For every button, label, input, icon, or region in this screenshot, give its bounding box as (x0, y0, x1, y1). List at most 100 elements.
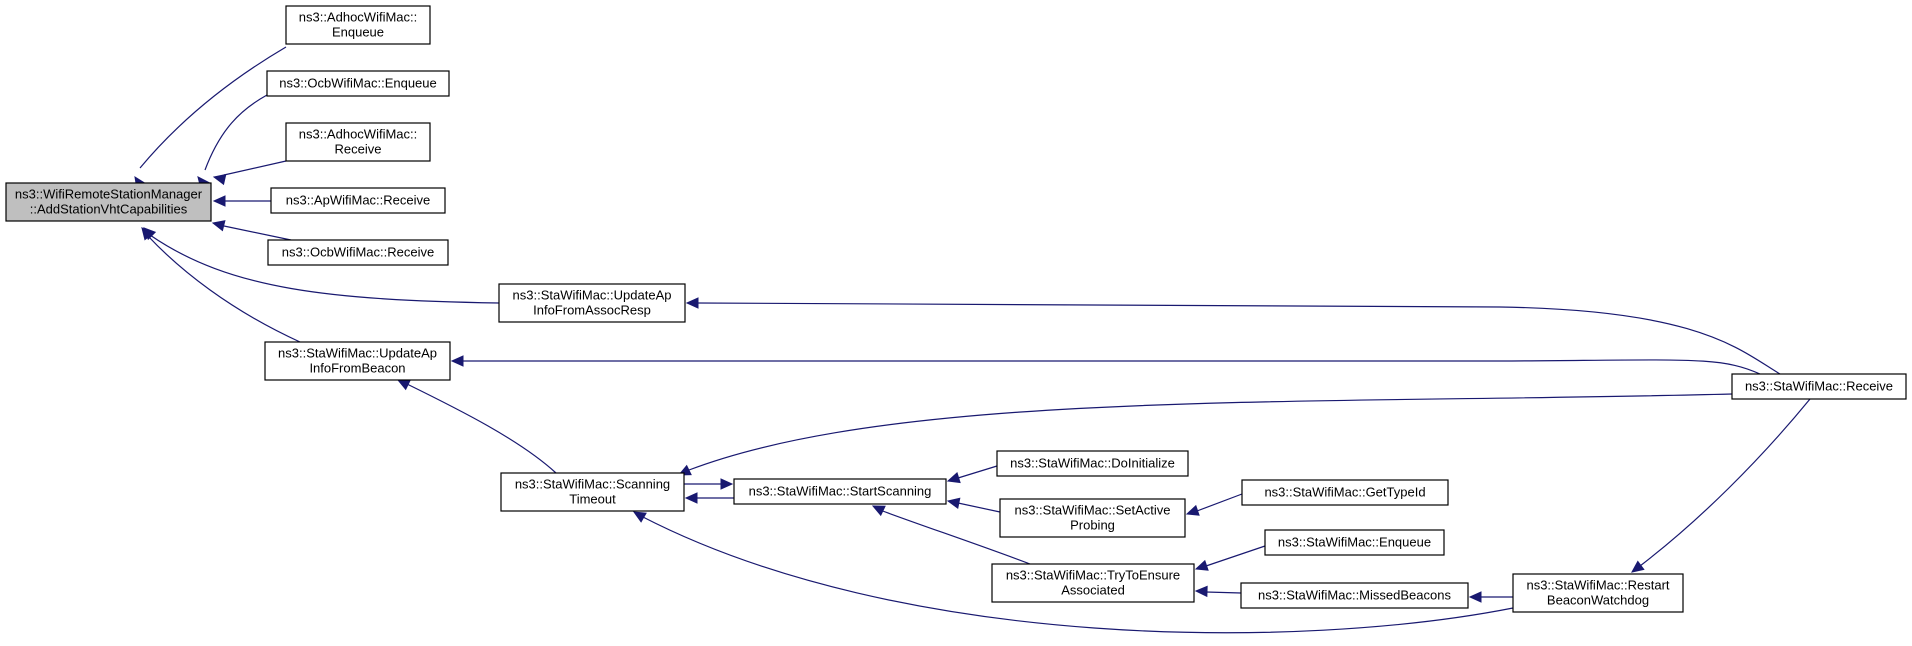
arrowhead-icon (212, 195, 226, 207)
node-label-line: ns3::StaWifiMac::DoInitialize (1010, 456, 1175, 471)
edge-sta_restart_watchdog-to-sta_missed_beacons (1468, 591, 1513, 603)
node-label-line: ns3::StaWifiMac::TryToEnsure (1006, 568, 1180, 583)
edge-ocb_enqueue-to-root (197, 94, 268, 190)
node-sta-update-assoc[interactable]: ns3::StaWifiMac::UpdateApInfoFromAssocRe… (498, 283, 686, 323)
node-label-line: ns3::StaWifiMac::GetTypeId (1264, 485, 1425, 500)
node-label-line: Associated (1061, 583, 1125, 598)
arrowhead-icon (212, 173, 227, 186)
node-box (1264, 529, 1445, 556)
edge-ap_receive-to-root (212, 195, 271, 207)
edge-sta_update_beacon-to-root (141, 227, 301, 343)
node-label-line: ns3::OcbWifiMac::Enqueue (279, 76, 437, 91)
node-label-line: Timeout (569, 492, 616, 507)
edge-adhoc_enqueue-to-root (134, 46, 287, 190)
edge-adhoc_receive-to-root (212, 160, 287, 186)
edge-sta_set_active_probing-to-sta_start_scanning (946, 497, 1001, 513)
arrowhead-icon (396, 379, 411, 391)
node-box (1512, 573, 1684, 613)
edge-sta_restart_watchdog-to-sta_scan_timeout (632, 511, 1514, 634)
nodes-layer: ns3::WifiRemoteStationManager::AddStatio… (5, 5, 1907, 613)
edge-line (139, 46, 287, 169)
edge-sta_enqueue-to-sta_try_ensure (1194, 545, 1266, 571)
node-label-line: ns3::StaWifiMac::Enqueue (1278, 535, 1431, 550)
node-label-line: ns3::StaWifiMac::Restart (1526, 578, 1669, 593)
edge-sta_try_ensure-to-sta_start_scanning (871, 505, 1031, 565)
node-label-line: InfoFromAssocResp (533, 303, 651, 318)
node-adhoc-receive[interactable]: ns3::AdhocWifiMac::Receive (285, 122, 431, 162)
edge-line (1205, 591, 1242, 594)
node-box (1241, 479, 1449, 506)
node-sta-missed-beacons[interactable]: ns3::StaWifiMac::MissedBeacons (1240, 582, 1469, 609)
edge-line (957, 502, 1001, 513)
node-box (498, 283, 686, 323)
node-box (999, 498, 1186, 538)
edge-sta_receive-to-sta_scan_timeout (677, 393, 1733, 476)
node-label-line: Probing (1070, 518, 1115, 533)
arrowhead-icon (1468, 591, 1482, 603)
node-root[interactable]: ns3::WifiRemoteStationManager::AddStatio… (5, 182, 212, 222)
node-box (285, 122, 431, 162)
node-box (1731, 373, 1907, 400)
edge-sta_scan_timeout-to-sta_update_beacon (396, 379, 557, 474)
edge-line (204, 94, 268, 171)
edge-line (462, 359, 1761, 375)
edge-sta_start_scanning-to-sta_scan_timeout (684, 492, 734, 504)
edge-line (640, 515, 1514, 634)
node-adhoc-enqueue[interactable]: ns3::AdhocWifiMac::Enqueue (285, 5, 431, 45)
node-box (270, 187, 446, 214)
node-label-line: BeaconWatchdog (1547, 593, 1649, 608)
edge-line (1196, 493, 1243, 512)
node-box (991, 563, 1195, 603)
node-sta-receive[interactable]: ns3::StaWifiMac::Receive (1731, 373, 1907, 400)
node-label-line: ns3::StaWifiMac::StartScanning (749, 484, 932, 499)
node-label-line: InfoFromBeacon (309, 361, 405, 376)
edge-line (406, 383, 557, 474)
node-sta-gettypeid[interactable]: ns3::StaWifiMac::GetTypeId (1241, 479, 1449, 506)
arrowhead-icon (211, 220, 226, 232)
edge-sta_doinitialize-to-sta_start_scanning (946, 465, 998, 484)
node-ocb-receive[interactable]: ns3::OcbWifiMac::Receive (267, 239, 449, 266)
arrowhead-icon (946, 472, 961, 484)
node-label-line: ::AddStationVhtCapabilities (30, 202, 188, 217)
edge-sta_gettypeid-to-sta_set_active_probing (1185, 493, 1243, 516)
node-label-line: ns3::StaWifiMac::SetActive (1014, 503, 1170, 518)
node-label-line: ns3::AdhocWifiMac:: (299, 127, 418, 142)
arrowhead-icon (450, 355, 464, 367)
node-box (5, 182, 212, 222)
node-ap-receive[interactable]: ns3::ApWifiMac::Receive (270, 187, 446, 214)
arrowhead-icon (1194, 559, 1209, 571)
edge-sta_missed_beacons-to-sta_try_ensure (1194, 585, 1242, 598)
edge-sta_scan_timeout-to-sta_start_scanning (684, 478, 734, 490)
arrowhead-icon (946, 497, 961, 509)
edge-line (149, 234, 500, 304)
node-label-line: ns3::StaWifiMac::Scanning (515, 477, 670, 492)
node-box (1240, 582, 1469, 609)
node-sta-enqueue[interactable]: ns3::StaWifiMac::Enqueue (1264, 529, 1445, 556)
node-label-line: ns3::ApWifiMac::Receive (286, 193, 431, 208)
edge-ocb_receive-to-root (211, 220, 292, 241)
node-label-line: ns3::StaWifiMac::UpdateAp (278, 346, 437, 361)
edge-line (147, 235, 301, 343)
node-sta-doinitialize[interactable]: ns3::StaWifiMac::DoInitialize (996, 450, 1189, 477)
node-label-line: ns3::StaWifiMac::UpdateAp (513, 288, 672, 303)
edge-sta_receive-to-sta_restart_watchdog (1631, 398, 1811, 573)
node-ocb-enqueue[interactable]: ns3::OcbWifiMac::Enqueue (266, 70, 450, 97)
edge-line (1639, 398, 1811, 567)
node-label-line: Enqueue (332, 25, 384, 40)
node-label-line: Receive (335, 142, 382, 157)
node-box (285, 5, 431, 45)
node-box (500, 472, 685, 512)
node-label-line: ns3::OcbWifiMac::Receive (282, 245, 434, 260)
node-sta-start-scanning[interactable]: ns3::StaWifiMac::StartScanning (733, 478, 947, 505)
arrowhead-icon (1185, 504, 1200, 516)
arrowhead-icon (632, 511, 647, 523)
edge-line (879, 509, 1031, 565)
node-label-line: ns3::WifiRemoteStationManager (15, 187, 203, 202)
arrowhead-icon (1194, 585, 1208, 598)
